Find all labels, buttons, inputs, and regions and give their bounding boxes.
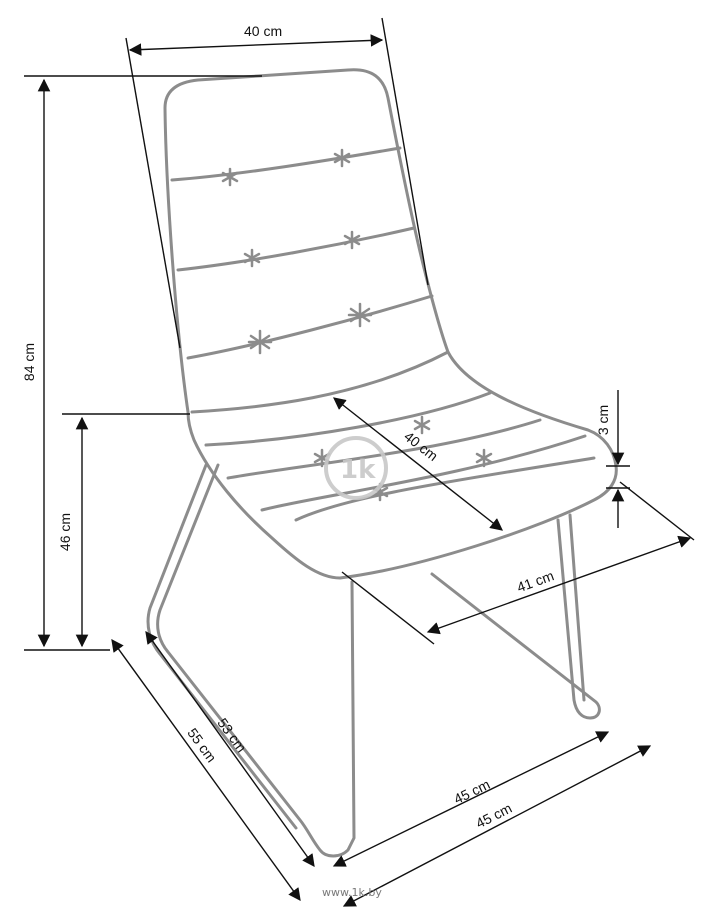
label-inner-width: 45 cm (451, 776, 492, 807)
tuft-button (221, 167, 239, 187)
label-seat-thickness: 3 cm (595, 405, 611, 435)
right-leg (430, 518, 601, 720)
back-seam-2 (176, 226, 416, 272)
tuft-button (413, 415, 431, 435)
tuft-button (347, 302, 373, 328)
back-seat-join (190, 350, 450, 414)
tuft-button (247, 329, 273, 355)
dim-backrest-width (128, 34, 384, 56)
label-backrest-width: 40 cm (244, 23, 282, 39)
back-seam-3 (186, 294, 434, 360)
watermark-text: www.1k.by (322, 886, 382, 899)
dim-outer-depth (111, 638, 301, 902)
ext-line (341, 571, 435, 645)
ext-line (381, 17, 429, 286)
dim-outer-width (342, 745, 652, 907)
label-outer-depth: 55 cm (184, 725, 219, 765)
dim-seat-depth (333, 397, 503, 531)
left-leg-inner (146, 463, 298, 830)
tuft-button (333, 148, 351, 168)
tuft-button (243, 248, 261, 268)
1k-logo: 1k (324, 436, 388, 500)
chair-body (163, 68, 618, 580)
chair-outline (146, 68, 618, 858)
label-seat-width: 41 cm (515, 567, 556, 595)
dim-inner-depth (145, 630, 315, 868)
svg-text:1k: 1k (340, 455, 376, 485)
tuft-button (343, 230, 361, 250)
back-seam-1 (170, 146, 402, 182)
label-outer-width: 45 cm (473, 800, 514, 832)
label-total-height: 84 cm (21, 343, 37, 381)
tufting-buttons (221, 148, 493, 502)
label-seat-height: 46 cm (57, 513, 73, 551)
ext-line (619, 481, 695, 541)
dimension-lines (24, 17, 695, 907)
ext-line (125, 37, 181, 349)
dim-seat-width (426, 535, 692, 635)
